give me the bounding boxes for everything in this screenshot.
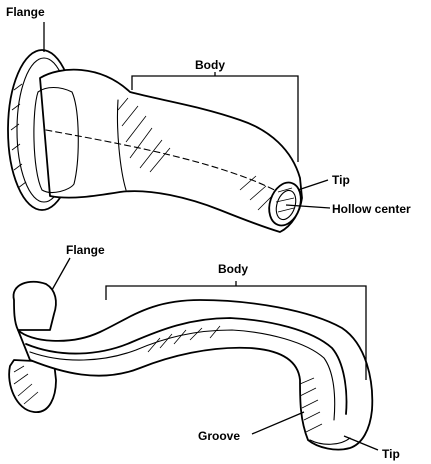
bottom-body-shape xyxy=(17,299,374,451)
top-hollow-center-label: Hollow center xyxy=(332,202,411,216)
bottom-body-label: Body xyxy=(218,262,248,276)
bottom-flange-shape xyxy=(12,280,57,331)
top-airway-illustration xyxy=(7,49,303,233)
bottom-groove-label: Groove xyxy=(198,429,240,443)
bottom-tip-label: Tip xyxy=(382,447,400,461)
bottom-groove-leader xyxy=(251,411,305,435)
top-flange-label: Flange xyxy=(6,5,45,19)
top-body-label: Body xyxy=(195,58,225,72)
bottom-airway-illustration xyxy=(8,280,374,451)
bottom-flange-label: Flange xyxy=(66,243,105,257)
bottom-tip-leader xyxy=(343,435,379,451)
top-hollow-center-leader xyxy=(285,204,331,209)
bottom-flange-leader xyxy=(51,257,71,291)
top-tip-leader xyxy=(297,179,329,191)
top-body-shape xyxy=(39,68,303,233)
top-tip-label: Tip xyxy=(332,173,350,187)
